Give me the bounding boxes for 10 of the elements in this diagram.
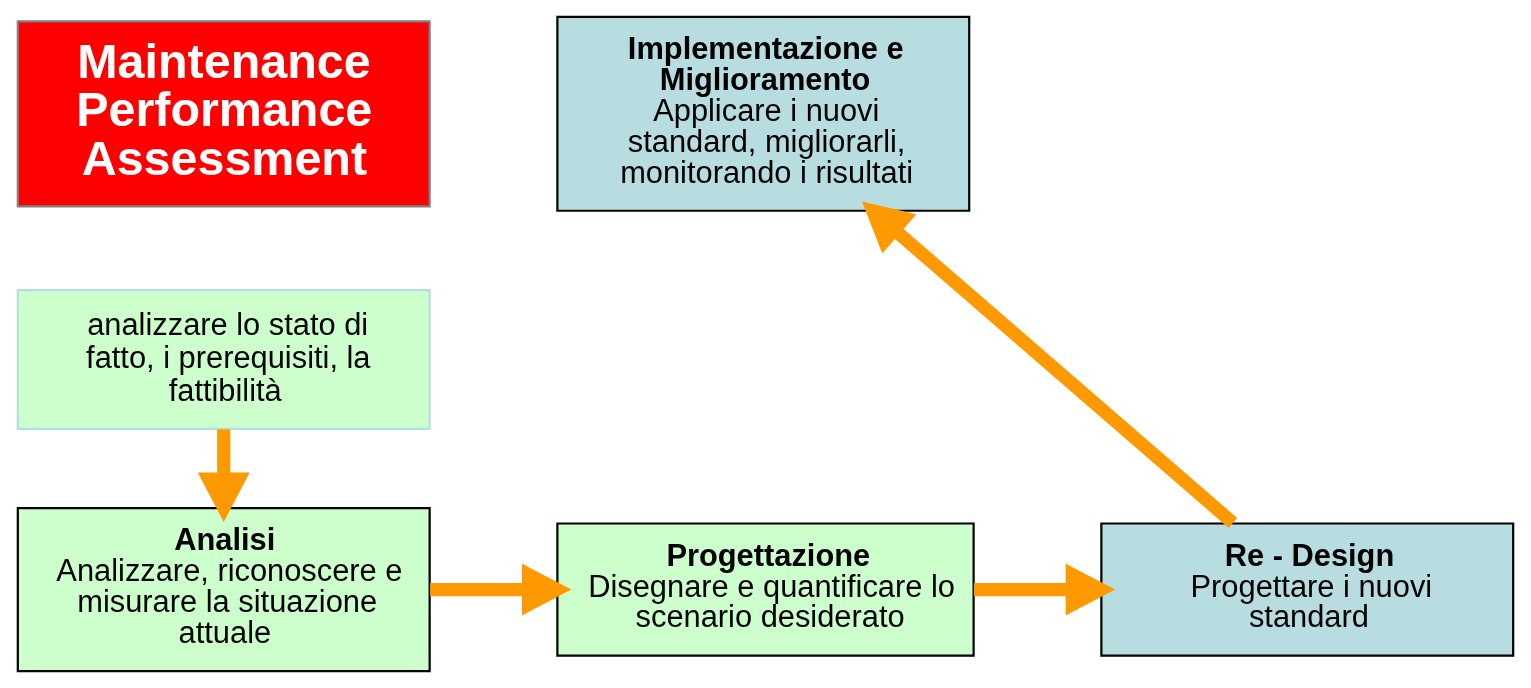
node-box: Re - Design Progettare i nuovi standard: [1100, 522, 1515, 657]
node-box: analizzare lo stato di fatto, i prerequisiti, la fattibilità: [16, 288, 431, 430]
arrow: [197, 429, 250, 522]
node-box: Analisi Analizzare, riconoscere e misurare la situazione attuale: [16, 506, 431, 673]
arrow: [862, 201, 1238, 528]
node-box: Implementazione e Miglioramento Applicare i nuovi standard, migliorarli, monitorando i risultati: [556, 15, 971, 212]
arrow: [973, 563, 1116, 616]
node-box: Progettazione Disegnare e quantificare lo scenario desiderato: [556, 522, 975, 657]
node-box: Maintenance Performance Assessment: [16, 20, 431, 208]
arrow: [430, 563, 572, 616]
